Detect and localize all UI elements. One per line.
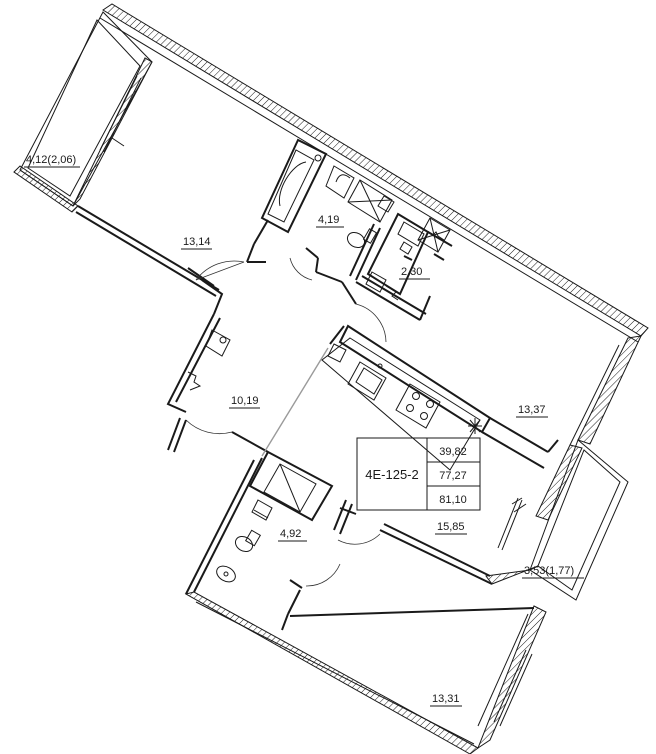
- bedroom-bottom-walls: [184, 591, 547, 754]
- area-hallway: 10,19: [231, 395, 259, 407]
- summary-table: 4E-125-2 39,82 77,27 81,10: [356, 437, 481, 511]
- balcony-top-left: [19, 11, 153, 207]
- exterior-wall-top: [99, 3, 649, 343]
- bedroom-right-walls: [427, 231, 559, 469]
- glass-partition: [261, 347, 329, 457]
- vent-icon: [468, 418, 482, 434]
- balcony-right: [485, 439, 629, 601]
- area-balcony-right: 3,53(1,77): [524, 565, 574, 577]
- area-bedroom-right: 13,37: [518, 404, 546, 416]
- area-bedroom-top: 13,14: [183, 236, 211, 248]
- area-bathroom-top: 4,19: [318, 214, 339, 226]
- area-wardrobe: 2,30: [401, 266, 422, 278]
- total-area: 77,27: [439, 470, 467, 482]
- bedroom-top-walls: [75, 205, 269, 315]
- bathroom-top: [260, 138, 395, 283]
- area-kitchen-living: 15,85: [437, 521, 465, 533]
- gross-area: 81,10: [439, 494, 467, 506]
- exterior-wall-right: [569, 335, 642, 446]
- apartment-code: 4E-125-2: [365, 467, 418, 482]
- wardrobe: [355, 212, 451, 321]
- hallway: [166, 281, 387, 453]
- kitchen-living-walls: [379, 523, 493, 585]
- bathroom-bottom: [185, 450, 381, 615]
- balcony-wall-bottom: [13, 165, 79, 213]
- area-bedroom-bottom: 13,31: [432, 693, 460, 705]
- area-bathroom-bottom: 4,92: [280, 528, 301, 540]
- area-balcony-top-left: 4,12(2,06): [26, 154, 76, 166]
- living-area: 39,82: [439, 446, 467, 458]
- room-labels: 4,12(2,06) 13,14 4,19 2,30 10,19 13,37 1…: [24, 154, 584, 707]
